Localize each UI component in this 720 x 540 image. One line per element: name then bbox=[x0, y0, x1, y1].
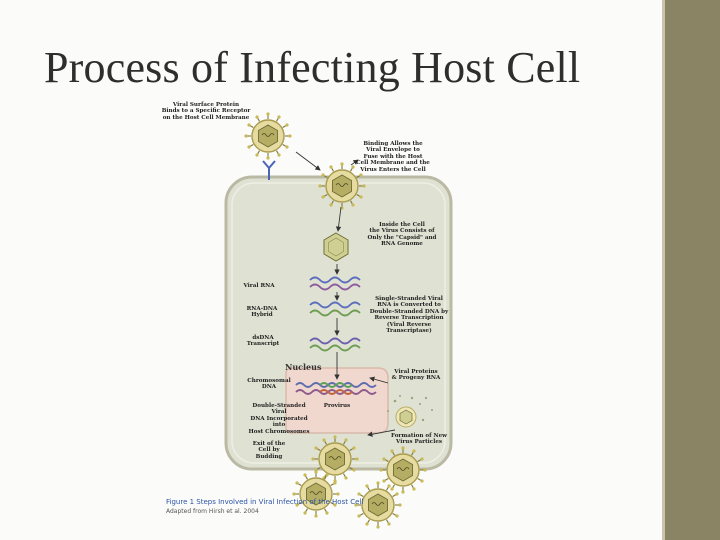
label-viral-rna: Viral RNA bbox=[243, 283, 275, 289]
label-fuse: Binding Allows the Viral Envelope to Fus… bbox=[356, 141, 430, 173]
label-dsdna: dsDNA Transcript bbox=[246, 335, 280, 348]
viral-rna-strand bbox=[309, 276, 361, 284]
receptor-icon bbox=[262, 160, 276, 180]
figure-credit: Adapted from Hirsh et al. 2004 bbox=[166, 508, 259, 515]
label-binds: Viral Surface Protein Binds to a Specifi… bbox=[161, 102, 251, 121]
label-formation: Formation of New Virus Particles bbox=[391, 433, 447, 446]
label-viral-proteins: Viral Proteins & Progeny RNA bbox=[391, 369, 441, 382]
label-capsid: Inside the Cell the Virus Consists of On… bbox=[367, 222, 437, 248]
accent-bar-edge bbox=[662, 0, 665, 540]
label-nucleus: Nucleus bbox=[285, 362, 322, 372]
rna-dna-hybrid-strand bbox=[309, 301, 361, 309]
slide-title: Process of Infecting Host Cell bbox=[44, 43, 581, 92]
new-particle-icon bbox=[395, 406, 417, 428]
assembly-dots bbox=[387, 395, 433, 422]
label-single-stranded: Single-Stranded Viral RNA is Converted t… bbox=[369, 296, 449, 335]
virus-released-icon-2 bbox=[291, 469, 341, 519]
figure-caption: Figure 1 Steps Involved in Viral Infecti… bbox=[166, 498, 364, 506]
process-arrows bbox=[295, 151, 396, 437]
dsdna-strand bbox=[309, 337, 361, 345]
label-provirus: Provirus bbox=[323, 403, 351, 409]
chromosomal-dna-strand bbox=[295, 382, 377, 395]
label-chromosomal-dna: Chromosomal DNA bbox=[247, 378, 291, 391]
label-double-stranded: Double-Stranded Viral DNA Incorporated i… bbox=[248, 403, 310, 435]
label-exit: Exit of the Cell by Budding bbox=[252, 441, 286, 460]
accent-bar bbox=[665, 0, 720, 540]
label-rna-dna-hybrid: RNA-DNA Hybrid bbox=[246, 306, 278, 319]
